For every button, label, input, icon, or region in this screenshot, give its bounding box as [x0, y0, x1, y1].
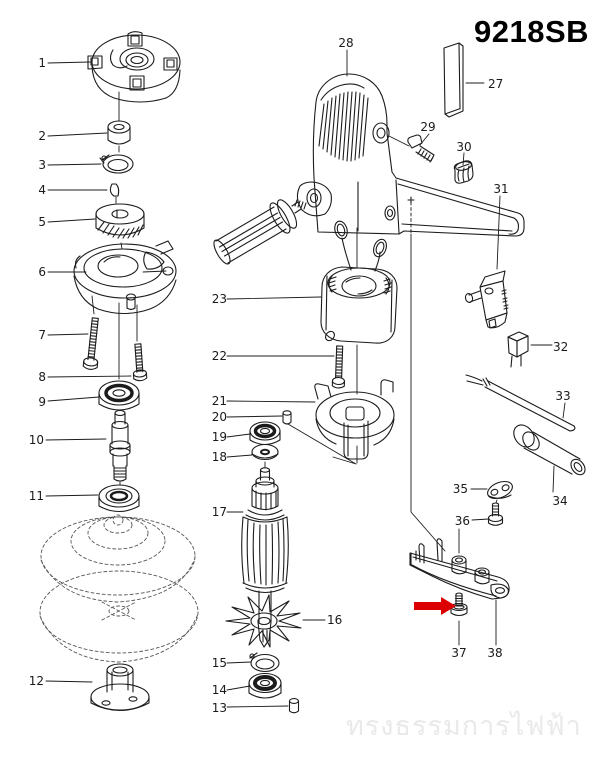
part-label-35: 35 — [453, 482, 468, 496]
part-18-drawing — [251, 443, 279, 461]
part-17-drawing — [241, 467, 289, 648]
assembly-axis-lines — [91, 91, 498, 554]
part-label-13: 13 — [212, 701, 227, 715]
part-label-34: 34 — [552, 494, 567, 508]
part-label-14: 14 — [212, 683, 227, 697]
part-36-drawing — [487, 502, 504, 526]
part-label-17: 17 — [212, 505, 227, 519]
part-label-36: 36 — [455, 514, 470, 528]
part-3-drawing — [99, 154, 134, 174]
part-22-drawing — [331, 345, 346, 389]
part-37-drawing — [450, 592, 468, 617]
part-4-drawing — [109, 183, 120, 197]
part-33-drawing — [465, 374, 576, 432]
part-15-drawing — [249, 652, 280, 673]
part-6-drawing — [73, 240, 177, 315]
part-10-drawing — [109, 409, 131, 482]
part-31-drawing — [464, 270, 509, 329]
part-35-drawing — [487, 480, 513, 500]
part-label-31: 31 — [493, 182, 508, 196]
part-label-12: 12 — [29, 674, 44, 688]
part-label-33: 33 — [555, 389, 570, 403]
part-label-21: 21 — [212, 394, 227, 408]
part-label-32: 32 — [553, 340, 568, 354]
part-label-37: 37 — [451, 646, 466, 660]
diagram-ink — [39, 31, 586, 714]
part-label-20: 20 — [212, 410, 227, 424]
part-label-1: 1 — [38, 56, 46, 70]
watermark-text: ทรงธรรมการไฟฟ้า — [346, 711, 582, 742]
part-12-drawing — [90, 663, 150, 712]
part-38-drawing — [409, 538, 510, 600]
part-label-15: 15 — [212, 656, 227, 670]
part-1-drawing — [87, 31, 181, 103]
part-number-labels: 1 2 3 4 5 6 7 8 9 10 11 12 13 14 15 16 1… — [29, 36, 571, 715]
part-label-19: 19 — [212, 430, 227, 444]
part-label-23: 23 — [212, 292, 227, 306]
part-23-drawing — [320, 220, 398, 344]
part-28-drawing — [296, 73, 525, 237]
part-label-38: 38 — [487, 646, 502, 660]
part-29-drawing — [407, 134, 435, 163]
part-label-22: 22 — [212, 349, 227, 363]
part-20-drawing — [282, 410, 292, 425]
part-30-drawing — [453, 160, 474, 184]
side-handle-drawing — [213, 199, 307, 265]
page-title: 9218SB — [474, 14, 590, 49]
part-27-drawing — [443, 42, 464, 118]
part-label-11: 11 — [29, 489, 44, 503]
part-label-10: 10 — [29, 433, 44, 447]
part-label-3: 3 — [38, 158, 46, 172]
part-label-6: 6 — [38, 265, 46, 279]
part-14-drawing — [248, 672, 282, 699]
leader-lines — [45, 49, 566, 708]
part-5-drawing — [95, 203, 145, 239]
part-label-28: 28 — [338, 36, 353, 50]
part-13-drawing — [288, 698, 300, 714]
part-label-5: 5 — [38, 215, 46, 229]
part-label-9: 9 — [38, 395, 46, 409]
part-21-drawing — [314, 379, 395, 460]
part-label-27: 27 — [488, 77, 503, 91]
part-label-16: 16 — [327, 613, 342, 627]
part-label-29: 29 — [420, 120, 435, 134]
part-label-18: 18 — [212, 450, 227, 464]
part-8-drawing — [132, 343, 148, 382]
part-34-drawing — [513, 424, 586, 476]
part-label-7: 7 — [38, 328, 46, 342]
highlight-arrow — [414, 597, 456, 615]
part-32-drawing — [507, 331, 529, 368]
part-label-30: 30 — [456, 140, 471, 154]
part-label-4: 4 — [38, 183, 46, 197]
part-2-drawing — [107, 120, 131, 145]
part-7-drawing — [82, 317, 99, 370]
part-11-drawing — [98, 484, 140, 513]
part-label-8: 8 — [38, 370, 46, 384]
part-9-drawing — [98, 380, 140, 411]
part-16-drawing — [225, 594, 302, 648]
part-label-2: 2 — [38, 129, 46, 143]
part-19-drawing — [249, 421, 281, 446]
backing-pad-drawing — [39, 514, 199, 663]
